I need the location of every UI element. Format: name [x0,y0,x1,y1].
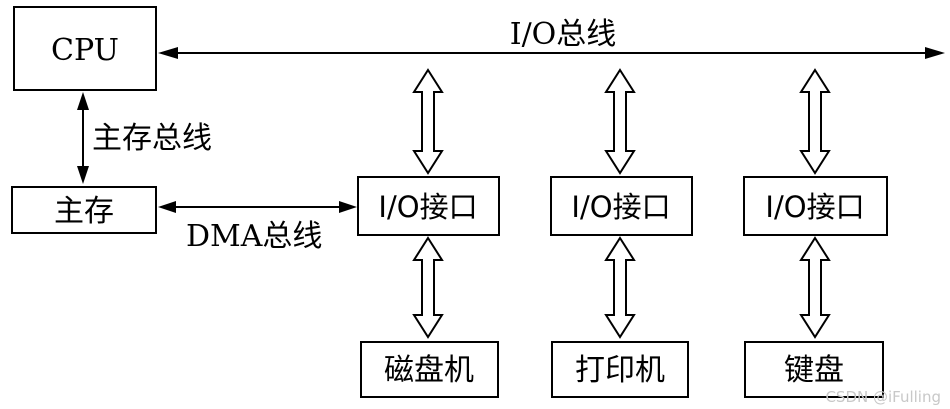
keyboard-node: 键盘 [744,341,884,398]
cpu-node: CPU [13,6,157,91]
main-memory-label: 主存 [54,194,114,229]
watermark-text: CSDN @iFulling [825,388,941,406]
io-interface-3-node: I/O接口 [743,176,888,236]
io-interface-2-label: I/O接口 [571,190,670,224]
memory-bus-label: 主存总线 [92,121,212,156]
hollow-arrow-interface-1-to-disk [412,236,444,339]
io-bus-label: I/O总线 [510,17,617,52]
io-interface-2-node: I/O接口 [550,176,693,236]
disk-label: 磁盘机 [384,353,474,388]
hollow-arrow-bus-to-interface-2 [604,68,636,175]
cpu-label: CPU [51,33,119,68]
io-bus-arrow [158,47,945,59]
io-interface-3-label: I/O接口 [765,190,864,224]
printer-node: 打印机 [551,341,689,398]
hollow-arrow-bus-to-interface-3 [799,68,831,175]
keyboard-label: 键盘 [784,353,844,388]
memory-bus-arrow [77,92,89,184]
io-interface-1-node: I/O接口 [357,176,500,236]
printer-label: 打印机 [575,353,665,388]
hollow-arrow-bus-to-interface-1 [412,68,444,175]
io-interface-1-label: I/O接口 [378,190,477,224]
dma-bus-label: DMA总线 [186,219,322,254]
dma-bus-arrow [158,201,357,213]
disk-node: 磁盘机 [360,341,499,398]
hollow-arrow-interface-2-to-printer [604,236,636,339]
hollow-arrow-interface-3-to-keyboard [799,236,831,339]
main-memory-node: 主存 [11,186,157,234]
